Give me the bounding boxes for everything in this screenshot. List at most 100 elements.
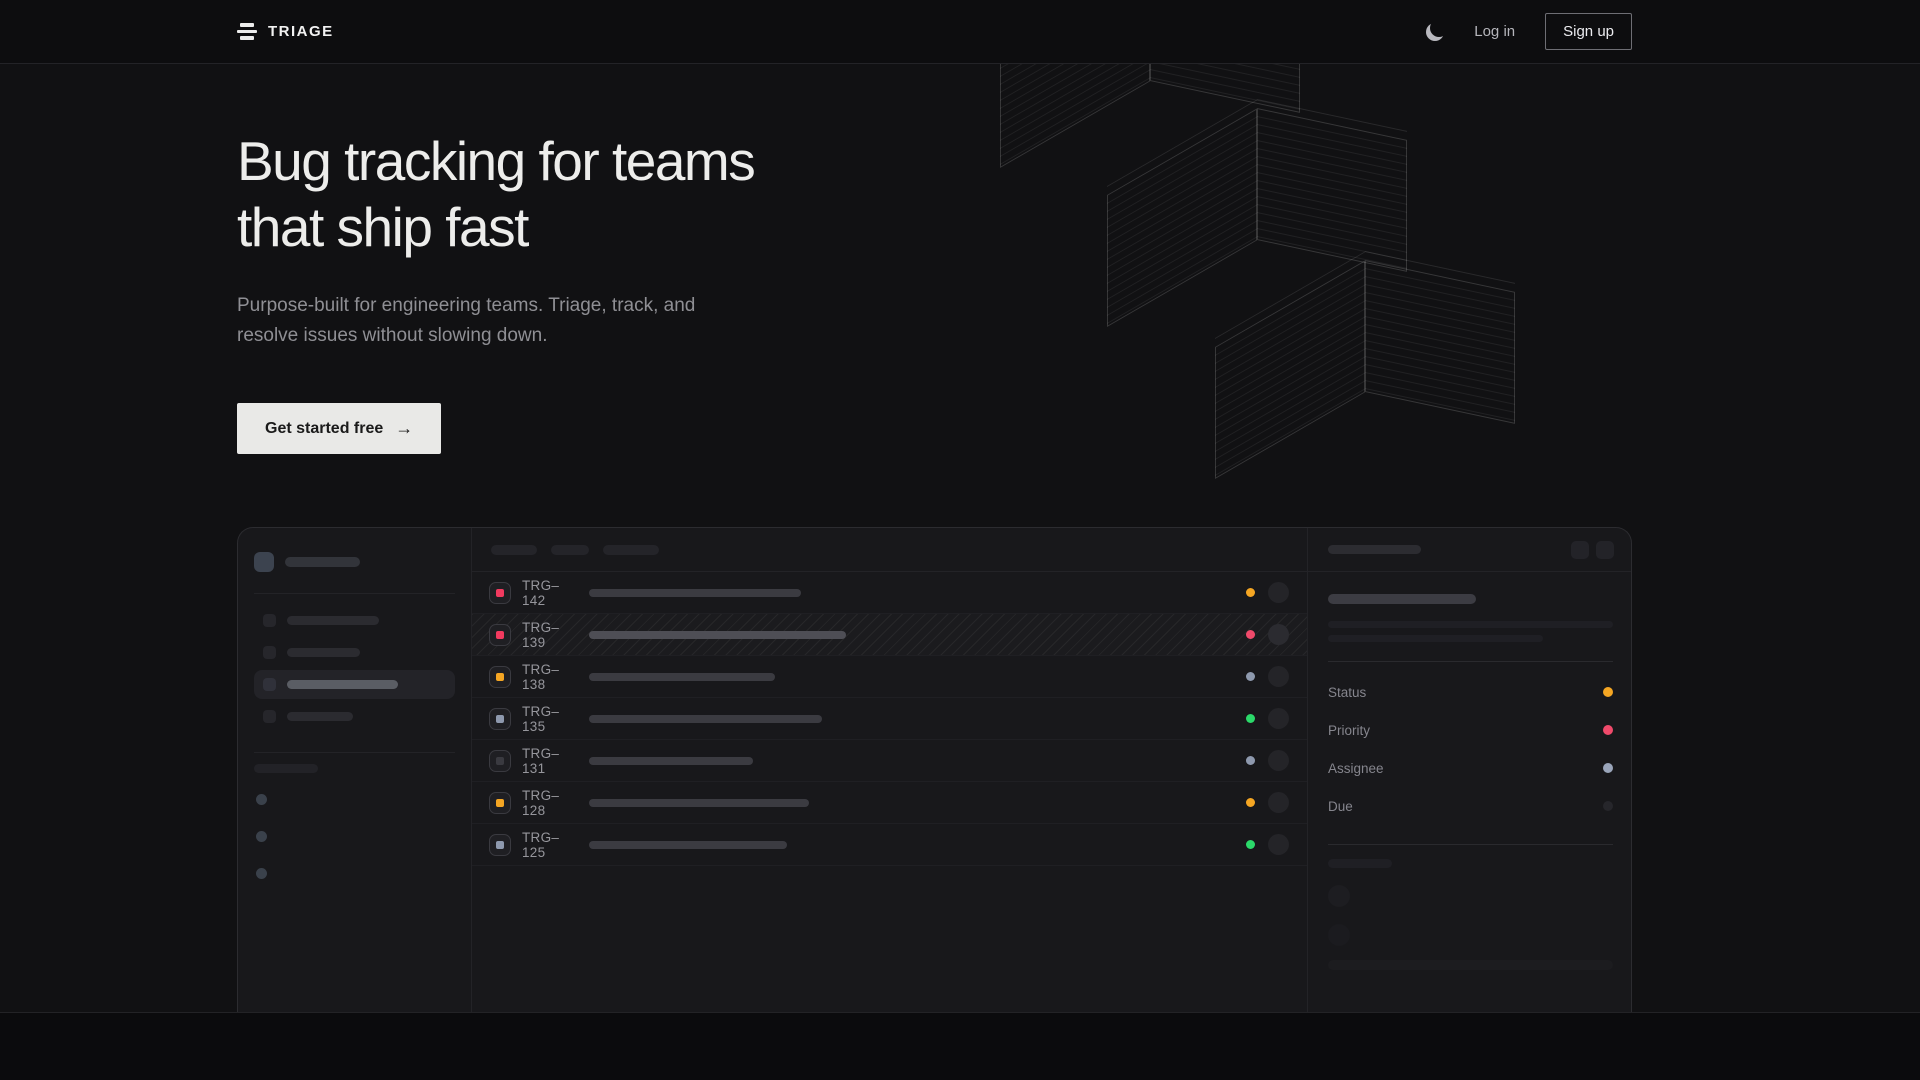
theme-toggle-moon-icon[interactable] (1426, 23, 1444, 41)
get-started-button[interactable]: Get started free → (237, 403, 442, 454)
comment-avatar-skeleton (1328, 885, 1350, 907)
comment-input-skeleton (1328, 960, 1613, 970)
detail-title-skeleton (1328, 545, 1421, 554)
assignee-avatar (1268, 624, 1289, 645)
sidebar-item-skeleton (254, 606, 455, 635)
detail-field-row: Status (1328, 673, 1613, 711)
assignee-avatar (1268, 834, 1289, 855)
sidebar-item-skeleton (254, 702, 455, 731)
list-header-skeleton (472, 528, 1307, 572)
issue-row: TRG–142 (472, 572, 1307, 614)
tab-skeleton (491, 544, 537, 555)
sidebar-dot-list (254, 794, 455, 879)
brand-name: TRIAGE (268, 23, 334, 40)
detail-fields: Status Priority Assignee Due (1328, 673, 1613, 825)
detail-field-label: Priority (1328, 722, 1371, 738)
issue-row: TRG–135 (472, 698, 1307, 740)
detail-field-label: Due (1328, 798, 1353, 814)
issue-type-icon (489, 833, 511, 856)
issue-summary-skeleton (589, 756, 753, 765)
sidebar-dot (256, 868, 267, 879)
status-dot (1246, 840, 1255, 849)
detail-action-skeleton (1571, 540, 1589, 559)
triage-logo-icon (237, 23, 257, 40)
detail-field-value-dot (1603, 687, 1613, 697)
status-dot (1246, 588, 1255, 597)
divider (1328, 661, 1613, 662)
detail-field-label: Assignee (1328, 760, 1384, 776)
mockup-issue-list-pane: TRG–142 TRG–139 TRG–138 TRG–1 (472, 528, 1307, 1012)
detail-field-row: Priority (1328, 711, 1613, 749)
detail-header (1308, 528, 1631, 572)
comment-avatar-skeleton (1328, 924, 1350, 946)
description-line-skeleton (1328, 621, 1613, 628)
status-dot (1246, 714, 1255, 723)
issue-summary-skeleton (589, 798, 809, 807)
brand-logo[interactable]: TRIAGE (237, 23, 334, 40)
cta-label: Get started free (265, 419, 384, 437)
hero-subtitle: Purpose-built for engineering teams. Tri… (237, 295, 696, 346)
tab-skeleton (551, 544, 589, 555)
status-dot (1246, 756, 1255, 765)
issue-type-icon (489, 707, 511, 730)
issue-row: TRG–128 (472, 782, 1307, 824)
divider (1328, 844, 1613, 845)
issue-summary-skeleton (589, 588, 801, 597)
sidebar-dot (256, 831, 267, 842)
app-mockup-card: TRG–142 TRG–139 TRG–138 TRG–1 (237, 527, 1632, 1012)
mockup-detail-panel: Status Priority Assignee Due (1307, 528, 1631, 1012)
issue-summary-skeleton (589, 840, 787, 849)
assignee-avatar (1268, 792, 1289, 813)
issue-summary-skeleton (589, 672, 775, 681)
workspace-name-skeleton (285, 557, 360, 567)
sidebar-dot (256, 794, 267, 805)
issue-id: TRG–135 (522, 703, 560, 734)
detail-action-skeleton (1596, 540, 1614, 559)
arrow-right-icon: → (395, 418, 414, 438)
issue-type-icon (489, 581, 511, 604)
issue-type-icon (489, 665, 511, 688)
sidebar-item-skeleton-active (254, 670, 455, 699)
issue-type-icon (489, 623, 511, 646)
assignee-avatar (1268, 750, 1289, 771)
issue-id: TRG–142 (522, 577, 560, 608)
issue-summary-skeleton (589, 714, 822, 723)
assignee-avatar (1268, 582, 1289, 603)
description-line-skeleton (1328, 635, 1543, 642)
login-link[interactable]: Log in (1474, 23, 1516, 40)
mockup-sidebar (238, 528, 472, 1012)
status-dot (1246, 672, 1255, 681)
sidebar-section-label-skeleton (254, 764, 318, 773)
detail-field-row: Due (1328, 787, 1613, 825)
signup-button[interactable]: Sign up (1545, 13, 1632, 50)
divider (254, 752, 455, 753)
detail-field-value-dot (1603, 725, 1613, 735)
title-line-2: that ship fast (237, 196, 529, 258)
assignee-avatar (1268, 666, 1289, 687)
detail-field-value-dot (1603, 801, 1613, 811)
top-nav: TRIAGE Log in Sign up (0, 0, 1920, 64)
issue-row: TRG–138 (472, 656, 1307, 698)
issue-list: TRG–142 TRG–139 TRG–138 TRG–1 (472, 572, 1307, 866)
status-dot (1246, 630, 1255, 639)
issue-type-icon (489, 749, 511, 772)
hero-section: Bug tracking for teams that ship fast Pu… (0, 64, 1920, 1013)
tab-skeleton (603, 544, 659, 555)
detail-field-value-dot (1603, 763, 1613, 773)
issue-row: TRG–139 (472, 614, 1307, 656)
workspace-avatar-skeleton (254, 552, 274, 572)
detail-field-row: Assignee (1328, 749, 1613, 787)
site-footer (0, 1013, 1920, 1079)
workspace-switcher-skeleton (254, 552, 455, 572)
issue-id: TRG–131 (522, 745, 560, 776)
detail-actions (1571, 540, 1614, 559)
issue-type-icon (489, 791, 511, 814)
assignee-avatar (1268, 708, 1289, 729)
nav-actions: Log in Sign up (1426, 13, 1632, 50)
issue-row: TRG–131 (472, 740, 1307, 782)
status-dot (1246, 798, 1255, 807)
issue-id: TRG–139 (522, 619, 560, 650)
issue-title-skeleton (1328, 594, 1476, 604)
issue-row: TRG–125 (472, 824, 1307, 866)
issue-id: TRG–138 (522, 661, 560, 692)
